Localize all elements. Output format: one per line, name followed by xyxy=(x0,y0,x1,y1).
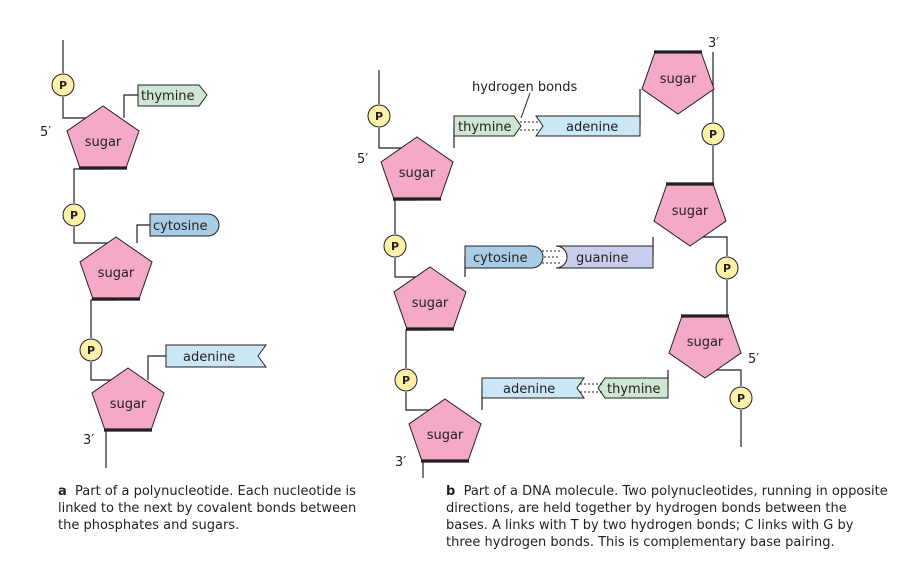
hydrogen-bonds-pointer xyxy=(520,92,531,119)
hydrogen-bonds-label: hydrogen bonds xyxy=(472,80,578,95)
svg-text:P: P xyxy=(737,392,745,405)
svg-text:P: P xyxy=(709,128,717,141)
svg-text:adenine: adenine xyxy=(503,382,555,397)
svg-text:cytosine: cytosine xyxy=(153,219,208,234)
five-prime-label-a: 5′ xyxy=(40,125,51,140)
adenine-base-a3: adenine xyxy=(165,344,267,368)
svg-text:sugar: sugar xyxy=(660,72,697,87)
caption-a: a Part of a polynucleotide. Each nucleot… xyxy=(58,483,358,534)
svg-text:guanine: guanine xyxy=(576,251,629,266)
phosphate-a1: P xyxy=(51,73,75,97)
hydrogen-bond-lines-ta-top xyxy=(520,121,540,131)
phosphate-b-left-1: P xyxy=(367,104,391,128)
phosphate-b-right-2: P xyxy=(715,256,739,280)
phosphate-b-right-1: P xyxy=(701,122,725,146)
three-prime-label-b-right: 3′ xyxy=(708,36,719,51)
svg-text:P: P xyxy=(402,374,410,387)
svg-text:thymine: thymine xyxy=(607,382,661,397)
caption-a-letter: a xyxy=(58,484,67,499)
sugar-b-right-1: sugar xyxy=(640,50,716,116)
svg-text:sugar: sugar xyxy=(687,335,724,350)
cytosine-base-a2: cytosine xyxy=(149,213,220,237)
svg-text:thymine: thymine xyxy=(458,120,512,135)
five-prime-label-b-right: 5′ xyxy=(748,352,759,367)
svg-text:sugar: sugar xyxy=(412,296,449,311)
svg-text:P: P xyxy=(391,240,399,253)
svg-text:P: P xyxy=(375,110,383,123)
svg-text:sugar: sugar xyxy=(98,266,135,281)
sugar-b-right-3: sugar xyxy=(667,314,743,380)
phosphate-b-left-2: P xyxy=(383,234,407,258)
part-a-strand: P sugar thymine 5′ P sugar cytosine P xyxy=(40,40,267,468)
svg-text:adenine: adenine xyxy=(183,350,235,365)
caption-a-text: Part of a polynucleotide. Each nucleotid… xyxy=(58,484,357,533)
phosphate-b-right-3: P xyxy=(729,386,753,410)
sugar-a1: sugar xyxy=(65,104,141,170)
svg-text:sugar: sugar xyxy=(110,397,147,412)
sugar-b-left-3: sugar xyxy=(407,397,483,463)
caption-b-text: Part of a DNA molecule. Two polynucleoti… xyxy=(446,484,888,550)
part-b-left-strand: P 5′ sugar P sugar P sugar 3′ xyxy=(357,70,483,478)
sugar-b-left-1: sugar xyxy=(379,135,455,201)
svg-text:adenine: adenine xyxy=(566,120,618,135)
phosphate-b-left-3: P xyxy=(394,368,418,392)
sugar-b-right-2: sugar xyxy=(652,182,728,248)
svg-text:P: P xyxy=(59,79,67,92)
base-pair-adenine-thymine-bottom: adenine thymine xyxy=(481,377,669,399)
hydrogen-bond-lines-cg xyxy=(542,250,560,264)
thymine-base-a1: thymine xyxy=(137,84,208,107)
svg-text:sugar: sugar xyxy=(399,166,436,181)
three-prime-label-b-left: 3′ xyxy=(395,455,406,470)
caption-b: b Part of a DNA molecule. Two polynucleo… xyxy=(446,483,891,551)
five-prime-label-b-left: 5′ xyxy=(357,152,368,167)
svg-text:sugar: sugar xyxy=(85,135,122,150)
phosphate-a2: P xyxy=(62,203,86,227)
sugar-a3: sugar xyxy=(90,366,166,432)
svg-text:thymine: thymine xyxy=(141,89,195,104)
caption-b-letter: b xyxy=(446,484,456,499)
phosphate-a3: P xyxy=(79,338,103,362)
sugar-a2: sugar xyxy=(78,235,154,301)
svg-text:P: P xyxy=(87,344,95,357)
svg-text:P: P xyxy=(723,262,731,275)
sugar-b-left-2: sugar xyxy=(392,265,468,331)
svg-text:P: P xyxy=(70,209,78,222)
base-pair-thymine-adenine-top: thymine adenine xyxy=(453,115,641,137)
svg-text:sugar: sugar xyxy=(427,428,464,443)
svg-text:cytosine: cytosine xyxy=(473,251,528,266)
part-b-right-strand: 3′ sugar P sugar P sugar 5′ P xyxy=(639,36,759,447)
base-pair-cytosine-guanine: cytosine guanine xyxy=(464,245,654,269)
svg-text:sugar: sugar xyxy=(672,204,709,219)
three-prime-label-a: 3′ xyxy=(83,433,94,448)
